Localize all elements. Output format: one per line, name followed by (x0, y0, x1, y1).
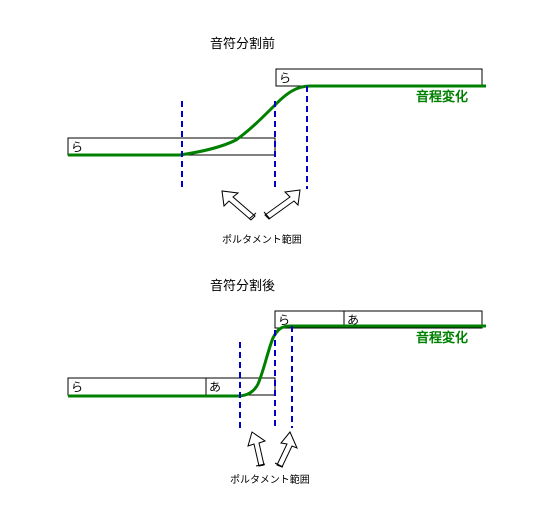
title-before-split: 音符分割前 (210, 36, 275, 52)
note-lyric-high: ら (279, 71, 291, 85)
note-box-low-a (67, 377, 207, 396)
note-lyric-low-b: あ (209, 380, 221, 394)
portamento-range-label-top: ポルタメント範囲 (222, 233, 302, 246)
diagram-before-split: 音符分割前 ら ら 音程変化 ポルタメント範囲 (67, 36, 486, 246)
portamento-range-label-bottom: ポルタメント範囲 (230, 473, 310, 486)
note-box-high-b (343, 310, 483, 329)
arrow-left-icon (221, 190, 257, 221)
note-lyric-high-b: あ (347, 313, 359, 327)
arrow-left-icon-bottom (247, 431, 267, 467)
note-lyric-high-a: ら (278, 313, 290, 327)
arrow-right-icon (263, 189, 301, 220)
pitch-curve-before (68, 84, 486, 157)
pitch-change-label-top: 音程変化 (416, 89, 468, 105)
arrow-right-icon-bottom (274, 431, 298, 468)
note-box-low (67, 137, 276, 156)
note-box-high (275, 68, 483, 87)
title-after-split: 音符分割後 (210, 278, 275, 294)
diagram-after-split: 音符分割後 ら あ ら あ 音程変化 ポルタメント範囲 (67, 278, 486, 486)
note-lyric-low-a: ら (71, 380, 83, 394)
note-lyric-low: ら (71, 140, 83, 154)
pitch-curve-after (68, 324, 486, 398)
pitch-change-label-bottom: 音程変化 (416, 330, 468, 346)
